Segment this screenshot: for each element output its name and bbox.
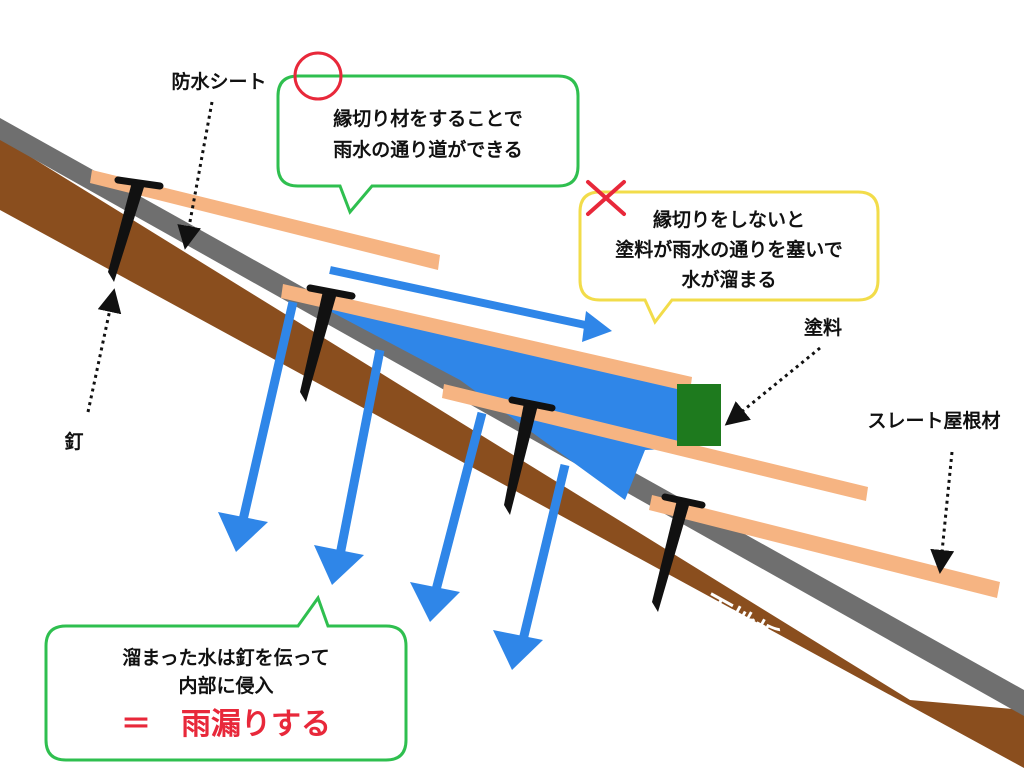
bad-callout-line-3: 水が溜まる [681, 268, 776, 291]
leak-arrow-2 [314, 349, 385, 585]
result-conclusion: ＝ 雨漏りする [121, 707, 331, 742]
trapped-water [290, 290, 690, 500]
bad-callout-line-1: 縁切りをしないと [653, 208, 805, 231]
water-flow-arrow [329, 266, 612, 342]
bad-callout-line-2: 塗料が雨水の通りを塞いで [615, 238, 842, 261]
waterproof-sheet-pointer [177, 101, 214, 250]
nail-1 [108, 176, 164, 282]
good-callout: 縁切り材をすることで 雨水の通り道ができる [276, 51, 580, 215]
leak-arrow-4 [493, 463, 570, 670]
label-paint: 塗料 [804, 316, 842, 339]
base-board [0, 138, 1024, 768]
leak-arrow-1 [218, 300, 298, 552]
paint-pointer [724, 346, 821, 426]
result-callout-line-1: 溜まった水は釘を伝って [122, 646, 329, 669]
leak-arrow-3 [410, 411, 487, 622]
nail-pointer [86, 288, 122, 413]
label-waterproof-sheet: 防水シート [171, 70, 266, 93]
slate-piece-4 [649, 495, 1000, 598]
slate-piece-3 [442, 384, 868, 501]
label-nail: 釘 [64, 430, 83, 453]
result-callout-line-2: 内部に侵入 [178, 674, 273, 697]
bad-mark-icon [586, 180, 626, 216]
nail-2 [300, 284, 356, 402]
slate-pointer [930, 451, 955, 574]
good-callout-line-1: 縁切り材をすることで [333, 107, 522, 130]
good-mark-icon [293, 51, 343, 101]
paint-sealant [677, 384, 721, 446]
result-callout: 溜まった水は釘を伝って 内部に侵入 ＝ 雨漏りする [44, 594, 408, 762]
good-callout-line-2: 雨水の通り道ができる [333, 138, 523, 161]
label-slate-roofing: スレート屋根材 [867, 409, 1000, 432]
nail-3 [504, 396, 556, 515]
slate-piece-1 [90, 170, 440, 270]
bad-callout: 縁切りをしないと 塗料が雨水の通りを塞いで 水が溜まる [578, 180, 880, 325]
slate-piece-2 [281, 284, 692, 392]
nail-4 [652, 493, 706, 612]
